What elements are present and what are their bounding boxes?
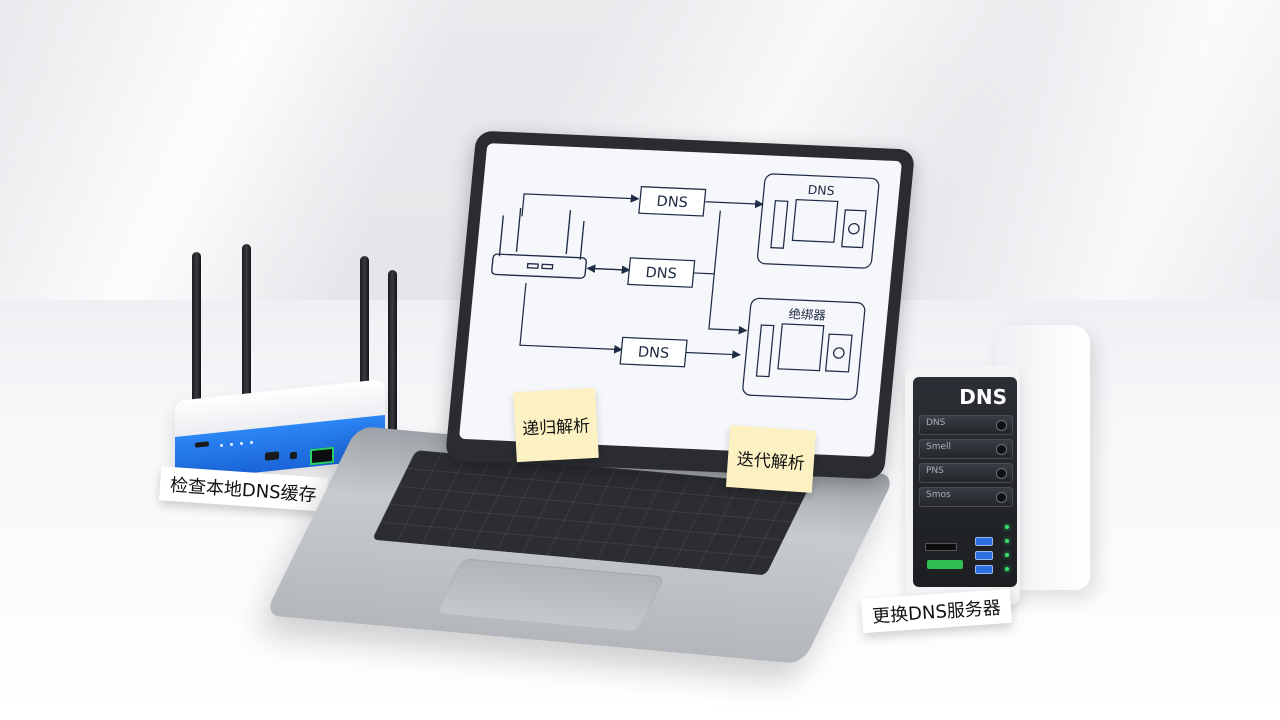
status-light-strip bbox=[927, 560, 963, 569]
router-led bbox=[250, 441, 253, 444]
drive-bay-knob-icon bbox=[996, 444, 1007, 455]
router-led bbox=[230, 443, 233, 446]
laptop-trackpad bbox=[435, 558, 665, 633]
drive-bay-label: PNS bbox=[926, 466, 944, 476]
drive-bay-knob-icon bbox=[996, 420, 1007, 431]
router-antenna bbox=[242, 244, 251, 404]
router-usb-port bbox=[265, 451, 279, 461]
status-led bbox=[1005, 525, 1009, 529]
router-port bbox=[290, 451, 297, 460]
dns-server-tower: DNS DNS Smell PNS Smos bbox=[905, 325, 1095, 605]
dns-box-middle: DNS bbox=[627, 257, 696, 288]
svg-text:DNS: DNS bbox=[637, 345, 670, 362]
flow-arrows bbox=[519, 193, 764, 359]
wifi-router bbox=[150, 230, 410, 490]
drive-bay: PNS bbox=[919, 463, 1013, 483]
svg-text:DNS: DNS bbox=[656, 194, 689, 211]
router-sketch-icon bbox=[491, 207, 587, 279]
status-led bbox=[1005, 539, 1009, 543]
usb-port-icon bbox=[975, 551, 993, 560]
router-antenna bbox=[388, 270, 397, 445]
laptop: DNS DNS DNS DNS bbox=[264, 130, 916, 665]
usb-port-icon bbox=[975, 565, 993, 574]
card-slot bbox=[925, 543, 957, 551]
server-brand-label: DNS bbox=[959, 385, 1007, 409]
router-antenna bbox=[360, 256, 369, 411]
drive-bay: Smos bbox=[919, 487, 1013, 507]
dns-box-top: DNS bbox=[638, 186, 707, 217]
laptop-screen: DNS DNS DNS DNS bbox=[458, 143, 903, 457]
drive-bay-knob-icon bbox=[996, 492, 1007, 503]
server-front: DNS DNS Smell PNS Smos bbox=[905, 365, 1020, 605]
drive-bay: Smell bbox=[919, 439, 1013, 459]
router-antenna bbox=[192, 252, 201, 412]
dns-server-sketch-bottom: 绝绑器 bbox=[742, 297, 866, 401]
sticky-note-recursive: 递归解析 bbox=[513, 387, 599, 463]
usb-port-icon bbox=[975, 537, 993, 546]
status-led bbox=[1005, 567, 1009, 571]
dns-flow-diagram: DNS DNS DNS DNS bbox=[491, 173, 880, 401]
sticky-note-iterative: 迭代解析 bbox=[725, 425, 817, 493]
router-led bbox=[220, 444, 223, 447]
drive-bay-label: Smos bbox=[926, 490, 951, 500]
status-led bbox=[1005, 553, 1009, 557]
svg-text:绝绑器: 绝绑器 bbox=[788, 306, 827, 322]
svg-text:DNS: DNS bbox=[645, 265, 678, 282]
drive-bay-label: DNS bbox=[926, 418, 946, 428]
dns-box-bottom: DNS bbox=[619, 336, 688, 368]
drive-bay-knob-icon bbox=[996, 468, 1007, 479]
svg-text:DNS: DNS bbox=[807, 183, 835, 198]
drive-bay: DNS bbox=[919, 415, 1013, 435]
server-control-panel: DNS DNS Smell PNS Smos bbox=[913, 377, 1017, 587]
laptop-lid: DNS DNS DNS DNS bbox=[444, 130, 916, 480]
router-led bbox=[240, 442, 243, 445]
drive-bay-label: Smell bbox=[926, 442, 952, 452]
dns-server-sketch-top: DNS bbox=[756, 173, 880, 269]
